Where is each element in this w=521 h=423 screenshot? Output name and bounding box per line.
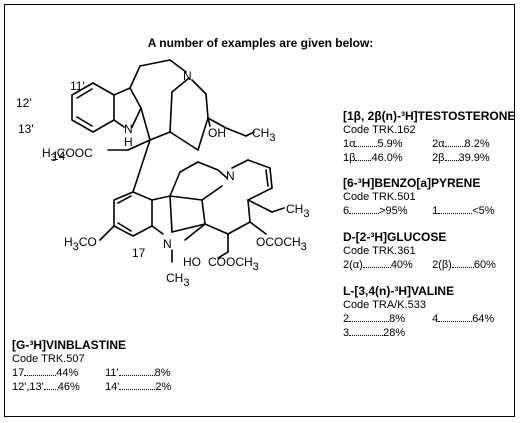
distribution-row: 6 >95% 1 <5% [343,204,513,218]
percent-value: 40% [390,259,413,271]
distribution-row: 2(α) 40% 2(β) 60% [343,258,513,272]
position-label: 1 [432,205,439,217]
compound-benzopyrene: [6-³H]BENZO[a]PYRENE Code TRK.501 6 >95% … [343,176,513,218]
compound-code: Code TRK.501 [343,191,416,203]
percent-value: 46.0% [371,152,403,164]
position-label: 6 [343,205,350,217]
distribution-row: 1α 5.9% 2α 8.2% [343,137,513,151]
position-label: 2(β) [432,259,452,271]
compound-testosterone: [1β, 2β(n)-³H]TESTOSTERONE Code TRK.162 … [343,109,516,165]
position-label: 11' [105,367,119,379]
position-label: 4 [432,313,439,325]
percent-value: >95% [379,205,408,217]
label-11prime: 11' [70,79,85,93]
percent-value: 64% [472,313,495,325]
percent-value: <5% [472,205,495,217]
compound-name: [1β, 2β(n)-³H]TESTOSTERONE [343,109,516,123]
label-13prime: 13' [18,122,34,136]
position-label: 2 [343,313,350,325]
compound-code: Code TRK.162 [343,124,416,136]
percent-value: 44% [56,367,79,379]
percent-value: 2% [155,381,172,393]
compound-name: [G-³H]VINBLASTINE [12,338,126,352]
compound-name: D-[2-³H]GLUCOSE [343,230,447,244]
position-label: 17 [12,367,25,379]
label-ococh3: OCOCH3 [256,235,307,253]
percent-value: 39.9% [458,152,490,164]
position-label: 1α [343,138,356,150]
position-label: 3 [343,327,350,339]
position-label: 2β [432,152,445,164]
label-cooch3: COOCH3 [208,255,259,273]
label-ring-n: N [226,169,235,183]
heading: A number of examples are given below: [147,36,374,50]
label-ho: HO [183,255,201,269]
percent-value: 8% [154,367,171,379]
label-pos17: 17 [132,246,146,260]
label-12prime: 12' [16,96,32,110]
position-label: 2(α) [343,259,363,271]
label-ester-left: H3COOC [42,146,93,164]
position-label: 12',13' [12,381,44,393]
label-nch3: CH3 [166,271,189,289]
percent-value: 46% [57,381,80,393]
label-upper-ch3: CH3 [252,126,275,144]
distribution-row: 17 44% 11' 8% [12,366,232,380]
compound-vinblastine: [G-³H]VINBLASTINE Code TRK.507 17 44% 11'… [12,338,232,394]
label-ring-ch3: CH3 [286,202,309,220]
compound-code: Code TRK.361 [343,245,416,257]
percent-value: 8% [389,313,406,325]
label-lower-n: N [163,237,172,251]
percent-value: 5.9% [377,138,403,150]
position-label: 1β [343,152,356,164]
label-oh: OH [208,126,226,140]
percent-value: 60% [473,259,496,271]
distribution-row: 2 8% 4 64% [343,312,513,326]
compound-name: [6-³H]BENZO[a]PYRENE [343,176,481,190]
label-14prime: 14' [52,149,68,163]
compound-name: L-[3,4(n)-³H]VALINE [343,284,455,298]
distribution-row: 3 28% [343,326,513,340]
position-label: 2α [432,138,445,150]
figure-frame [4,4,515,417]
percent-value: 8.2% [464,138,490,150]
distribution-row: 12',13' 46% 14' 2% [12,380,232,394]
compound-glucose: D-[2-³H]GLUCOSE Code TRK.361 2(α) 40% 2(β… [343,230,513,272]
label-methoxy: H3CO [64,235,97,253]
compound-code: Code TRK.507 [12,353,85,365]
position-label: 14' [105,381,120,393]
label-indole-h: H [124,135,133,149]
compound-code: Code TRA/K.533 [343,299,426,311]
distribution-row: 1β 46.0% 2β 39.9% [343,151,513,165]
label-upper-n: N [183,69,192,83]
percent-value: 28% [383,327,406,339]
label-indole-n: N [124,122,133,136]
